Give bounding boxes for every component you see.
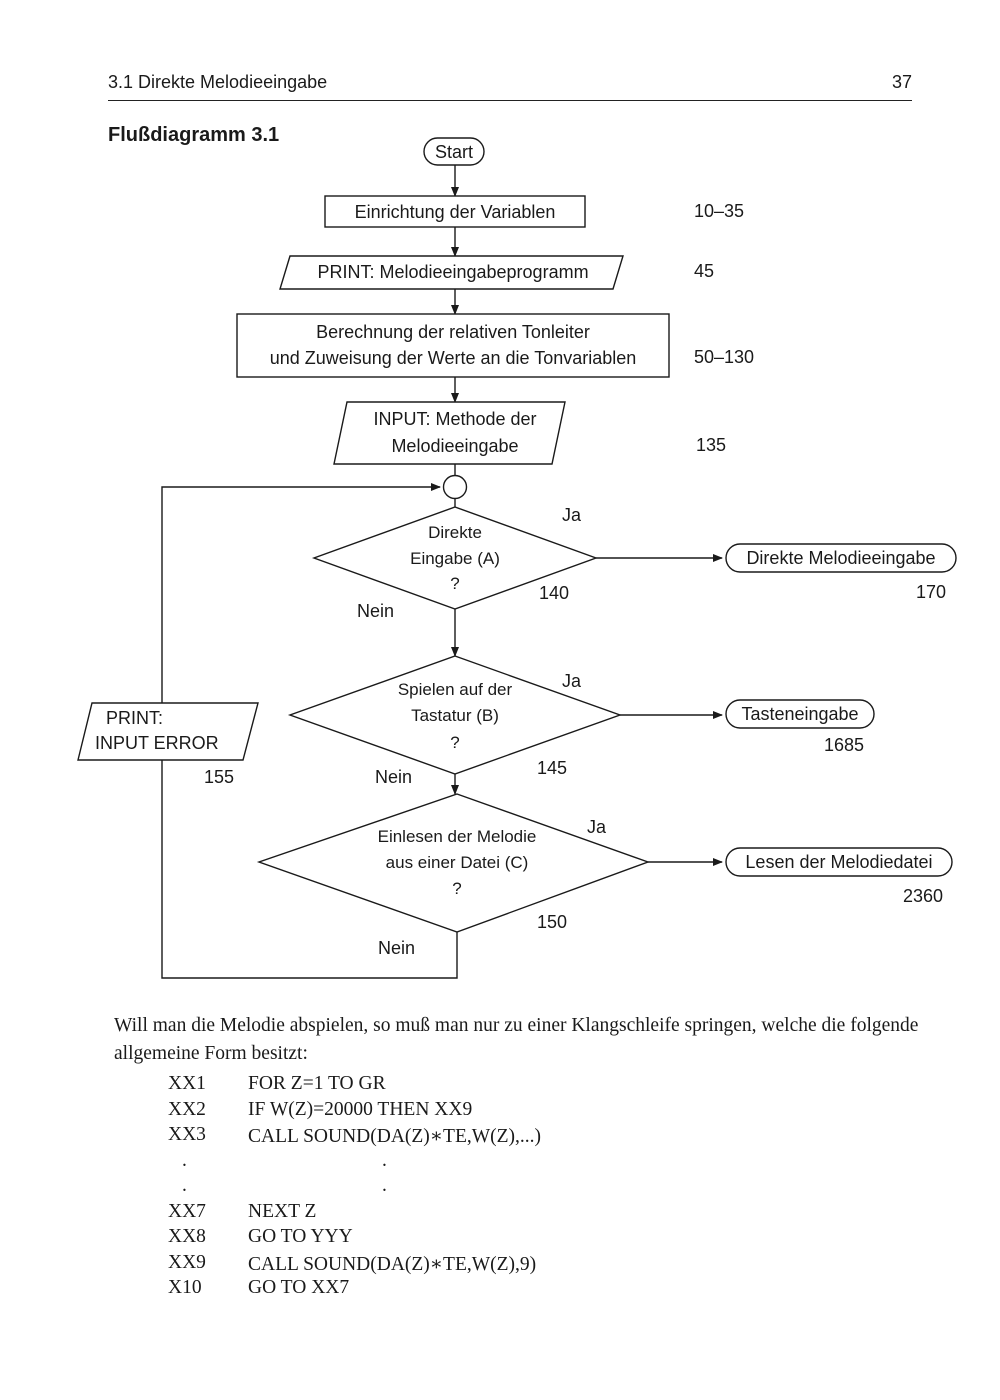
- print-title-box: [279, 255, 624, 290]
- calc-label-line2: und Zuweisung der Werte an die Tonvariab…: [270, 348, 637, 368]
- setup-line-number: 10–35: [694, 201, 744, 221]
- code-line: XX7 NEXT Z: [168, 1201, 868, 1227]
- decision-b-line-number: 145: [537, 758, 567, 778]
- decision-c: [256, 793, 651, 933]
- code-listing: XX1 FOR Z=1 TO GR XX2 IF W(Z)=20000 THEN X…: [168, 1073, 882, 1303]
- decision-a-line2: Eingabe (A): [410, 549, 500, 568]
- input-label-line1: INPUT: Methode der: [373, 409, 536, 429]
- decision-a-yes: Ja: [562, 505, 582, 525]
- ellipsis-dot: .: [382, 1149, 387, 1171]
- terminal-b-label: Tasteneingabe: [741, 704, 858, 724]
- code-line-number: XX1: [168, 1073, 206, 1094]
- code-statement: IF W(Z)=20000 THEN XX9: [248, 1098, 473, 1120]
- connector-circle: [442, 474, 468, 500]
- code-line-number: X10: [168, 1277, 202, 1298]
- calc-line-number: 50–130: [694, 347, 754, 367]
- code-line-number: XX9: [168, 1251, 206, 1273]
- code-line-number: XX3: [168, 1124, 206, 1145]
- start-terminal: [423, 137, 485, 166]
- figure-title: Flußdiagramm 3.1: [108, 124, 280, 146]
- code-ellipsis-line: ..: [168, 1150, 882, 1176]
- code-line-number: XX7: [168, 1200, 206, 1222]
- error-line-number: 155: [204, 767, 234, 787]
- print-error-box: [77, 702, 259, 761]
- input-box: [333, 401, 566, 465]
- decision-b: [287, 655, 623, 775]
- loop-line-bottom: [161, 760, 458, 979]
- setup-label: Einrichtung der Variablen: [355, 202, 556, 222]
- code-statement: CALL SOUND(DA(Z)∗TE,W(Z),...): [248, 1126, 542, 1147]
- input-label-line2: Melodieeingabe: [391, 436, 518, 456]
- terminal-c-line-number: 2360: [903, 886, 943, 906]
- code-statement: GO TO YYY: [248, 1226, 353, 1247]
- decision-b-no: Nein: [375, 767, 412, 787]
- print-title-label: PRINT: Melodieeingabeprogramm: [317, 262, 588, 282]
- terminal-b-line-number: 1685: [824, 735, 864, 755]
- decision-a: [311, 506, 599, 610]
- decision-b-line2: Tastatur (B): [411, 706, 499, 725]
- decision-b-line1: Spielen auf der: [398, 680, 513, 699]
- terminal-a-line-number: 170: [916, 582, 946, 602]
- decision-b-question: ?: [450, 733, 459, 752]
- decision-a-question: ?: [450, 574, 459, 593]
- start-label: Start: [435, 142, 473, 162]
- flowchart: Start Einrichtung der Variablen 10–35 PR…: [77, 137, 957, 979]
- code-ellipsis-line: ..: [168, 1175, 868, 1201]
- code-line: X10 GO TO XX7: [168, 1277, 868, 1303]
- code-line: XX2 IF W(Z)=20000 THEN XX9: [168, 1099, 868, 1125]
- input-line-number: 135: [696, 435, 726, 455]
- code-statement: GO TO XX7: [248, 1277, 350, 1298]
- terminal-c-label: Lesen der Melodiedatei: [745, 852, 932, 872]
- code-line-number: XX2: [168, 1098, 206, 1120]
- terminal-direkte-melodieeingabe: [725, 543, 957, 573]
- error-label-line2: INPUT ERROR: [95, 733, 219, 753]
- error-label-line1: PRINT:: [106, 708, 163, 728]
- calc-box: [236, 313, 670, 378]
- page-number: 37: [891, 72, 912, 92]
- code-statement: FOR Z=1 TO GR: [248, 1073, 386, 1094]
- decision-c-no: Nein: [378, 938, 415, 958]
- decision-c-line1: Einlesen der Melodie: [378, 827, 537, 846]
- ellipsis-dot: .: [182, 1149, 187, 1171]
- decision-c-question: ?: [452, 879, 461, 898]
- code-line: XX8 GO TO YYY: [168, 1226, 868, 1252]
- decision-a-line1: Direkte: [428, 523, 482, 542]
- code-statement: NEXT Z: [248, 1200, 317, 1222]
- code-statement: CALL SOUND(DA(Z)∗TE,W(Z),9): [248, 1253, 537, 1275]
- terminal-lesen-der-melodiedatei: [725, 847, 953, 877]
- decision-c-yes: Ja: [587, 817, 607, 837]
- loop-line-top: [161, 483, 441, 703]
- decision-a-line-number: 140: [539, 583, 569, 603]
- decision-a-no: Nein: [357, 601, 394, 621]
- ellipsis-dot: .: [182, 1175, 187, 1196]
- decision-b-yes: Ja: [562, 671, 582, 691]
- running-title: 3.1 Direkte Melodieeingabe: [108, 72, 328, 92]
- terminal-tasteneingabe: [725, 699, 875, 729]
- code-line: XX3 CALL SOUND(DA(Z)∗TE,W(Z),...): [168, 1124, 868, 1150]
- print-title-line-number: 45: [694, 261, 714, 281]
- decision-c-line2: aus einer Datei (C): [386, 853, 529, 872]
- page-header: 3.1 Direkte Melodieeingabe 37: [108, 72, 912, 101]
- terminal-a-label: Direkte Melodieeingabe: [746, 548, 935, 568]
- code-line: XX9 CALL SOUND(DA(Z)∗TE,W(Z),9): [168, 1252, 868, 1278]
- code-line: XX1 FOR Z=1 TO GR: [168, 1073, 868, 1099]
- code-line-number: XX8: [168, 1226, 206, 1247]
- calc-label-line1: Berechnung der relativen Tonleiter: [316, 322, 590, 342]
- body-paragraph: Will man die Melodie abspielen, so muß m…: [114, 1015, 919, 1064]
- setup-box: [324, 195, 586, 228]
- decision-c-line-number: 150: [537, 912, 567, 932]
- ellipsis-dot: .: [382, 1175, 387, 1196]
